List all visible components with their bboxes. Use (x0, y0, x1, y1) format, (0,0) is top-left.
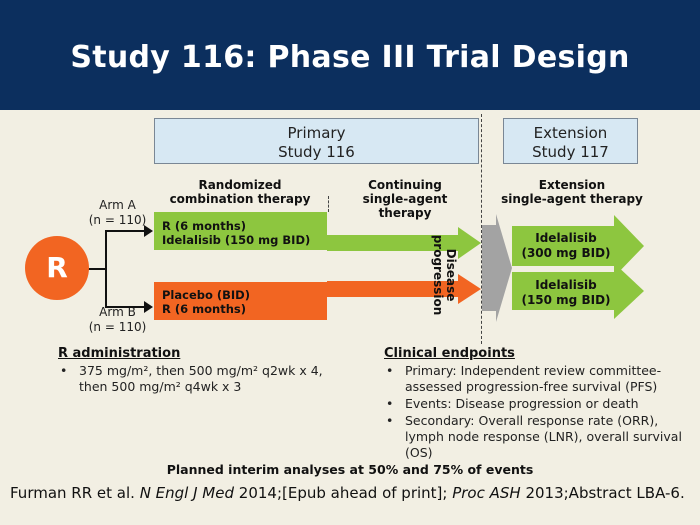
extension-box-line1: Extension (533, 124, 608, 142)
clinical-endpoints-list: • Primary: Independent review committee-a… (384, 363, 684, 462)
phase-continuing-line1: Continuing (368, 178, 442, 192)
arm-a-line1: R (6 months) (162, 219, 246, 233)
arm-b-name: Arm B (99, 305, 136, 319)
phase-continuing: Continuing single-agent therapy (340, 178, 470, 220)
bullet: • (386, 363, 394, 378)
bullet: • (386, 413, 394, 428)
r-administration-list: • 375 mg/m², then 500 mg/m² q2wk x 4, the… (58, 363, 328, 396)
citation-part2: 2014;[Epub ahead of print]; (234, 484, 453, 502)
phase-extension-line1: Extension (538, 178, 606, 192)
phase-randomized-line2: combination therapy (169, 192, 311, 206)
citation-journal2: Proc ASH (452, 484, 521, 502)
randomization-circle: R (25, 236, 89, 300)
bullet: • (386, 396, 394, 411)
phase-extension: Extension single-agent therapy (492, 178, 652, 206)
list-item: • Secondary: Overall response rate (ORR),… (384, 413, 684, 461)
branch-arm-b-arrowhead (144, 301, 153, 313)
arm-a-line2: Idelalisib (150 mg BID) (162, 233, 311, 247)
list-item-text: Events: Disease progression or death (405, 396, 639, 411)
phase-divider-2 (481, 114, 482, 344)
disease-progression-label: Disease progression (431, 230, 458, 320)
extension-upper-line2: (300 mg BID) (521, 246, 611, 260)
arm-b-line1: Placebo (BID) (162, 288, 250, 302)
list-item-text: Secondary: Overall response rate (ORR), … (405, 413, 682, 460)
phase-continuing-line2: single-agent (362, 192, 448, 206)
extension-lower-label: Idelalisib (150 mg BID) (516, 278, 616, 308)
branch-vertical (105, 230, 107, 308)
arm-a-n: (n = 110) (88, 213, 147, 227)
arm-b-treatment: Placebo (BID) R (6 months) (162, 288, 250, 316)
extension-upper-line1: Idelalisib (535, 231, 597, 245)
citation-journal1: N Engl J Med (139, 484, 235, 502)
disease-progression-line2: progression (431, 234, 445, 316)
branch-arm-a (105, 230, 145, 232)
bullet: • (60, 363, 68, 378)
arm-a-bar (154, 212, 327, 250)
planned-analyses-note: Planned interim analyses at 50% and 75% … (166, 462, 534, 477)
slide-title: Study 116: Phase III Trial Design (70, 40, 630, 75)
extension-lower-arrow (512, 263, 644, 319)
phase-extension-line2: single-agent therapy (501, 192, 643, 206)
extension-lower-line2: (150 mg BID) (521, 293, 611, 307)
disease-progression-line1: Disease (444, 248, 458, 302)
primary-box-line1: Primary (287, 124, 346, 142)
citation-part3: 2013;Abstract LBA-6. (520, 484, 685, 502)
extension-box-line2: Study 117 (532, 143, 609, 161)
arm-b-line2: R (6 months) (162, 302, 246, 316)
title-bar (0, 0, 700, 110)
branch-stem (88, 268, 106, 270)
primary-study-box: Primary Study 116 (154, 118, 479, 164)
list-item-text: Primary: Independent review committee-as… (405, 363, 662, 394)
arm-b-bar (154, 282, 327, 320)
arm-b-arrow (327, 274, 481, 304)
arm-a-label: Arm A (n = 110) (80, 198, 155, 228)
citation-part1: Furman RR et al. (10, 484, 140, 502)
clinical-endpoints-heading: Clinical endpoints (384, 346, 515, 361)
arm-b-label: Arm B (n = 110) (80, 305, 155, 335)
phase-divider-1 (328, 196, 329, 212)
list-item: • Events: Disease progression or death (384, 396, 684, 412)
primary-box-line2: Study 116 (278, 143, 355, 161)
r-administration-heading: R administration (58, 346, 181, 361)
extension-lower-line1: Idelalisib (535, 278, 597, 292)
arm-a-name: Arm A (99, 198, 136, 212)
disease-progression-arrow (482, 214, 512, 322)
extension-upper-label: Idelalisib (300 mg BID) (516, 231, 616, 261)
extension-study-box: Extension Study 117 (503, 118, 638, 164)
citation: Furman RR et al. N Engl J Med 2014;[Epub… (10, 483, 690, 503)
list-item: • 375 mg/m², then 500 mg/m² q2wk x 4, the… (58, 363, 328, 395)
branch-arm-b (105, 306, 145, 308)
branch-arm-a-arrowhead (144, 225, 153, 237)
arm-a-treatment: R (6 months) Idelalisib (150 mg BID) (162, 219, 310, 247)
arm-a-arrow (327, 227, 481, 259)
phase-randomized-line1: Randomized (198, 178, 282, 192)
extension-upper-arrow (512, 215, 644, 277)
list-item-text: 375 mg/m², then 500 mg/m² q2wk x 4, then… (79, 363, 323, 394)
phase-continuing-line3: therapy (378, 206, 432, 220)
arm-b-n: (n = 110) (88, 320, 147, 334)
phase-randomized: Randomized combination therapy (160, 178, 320, 206)
list-item: • Primary: Independent review committee-a… (384, 363, 684, 395)
